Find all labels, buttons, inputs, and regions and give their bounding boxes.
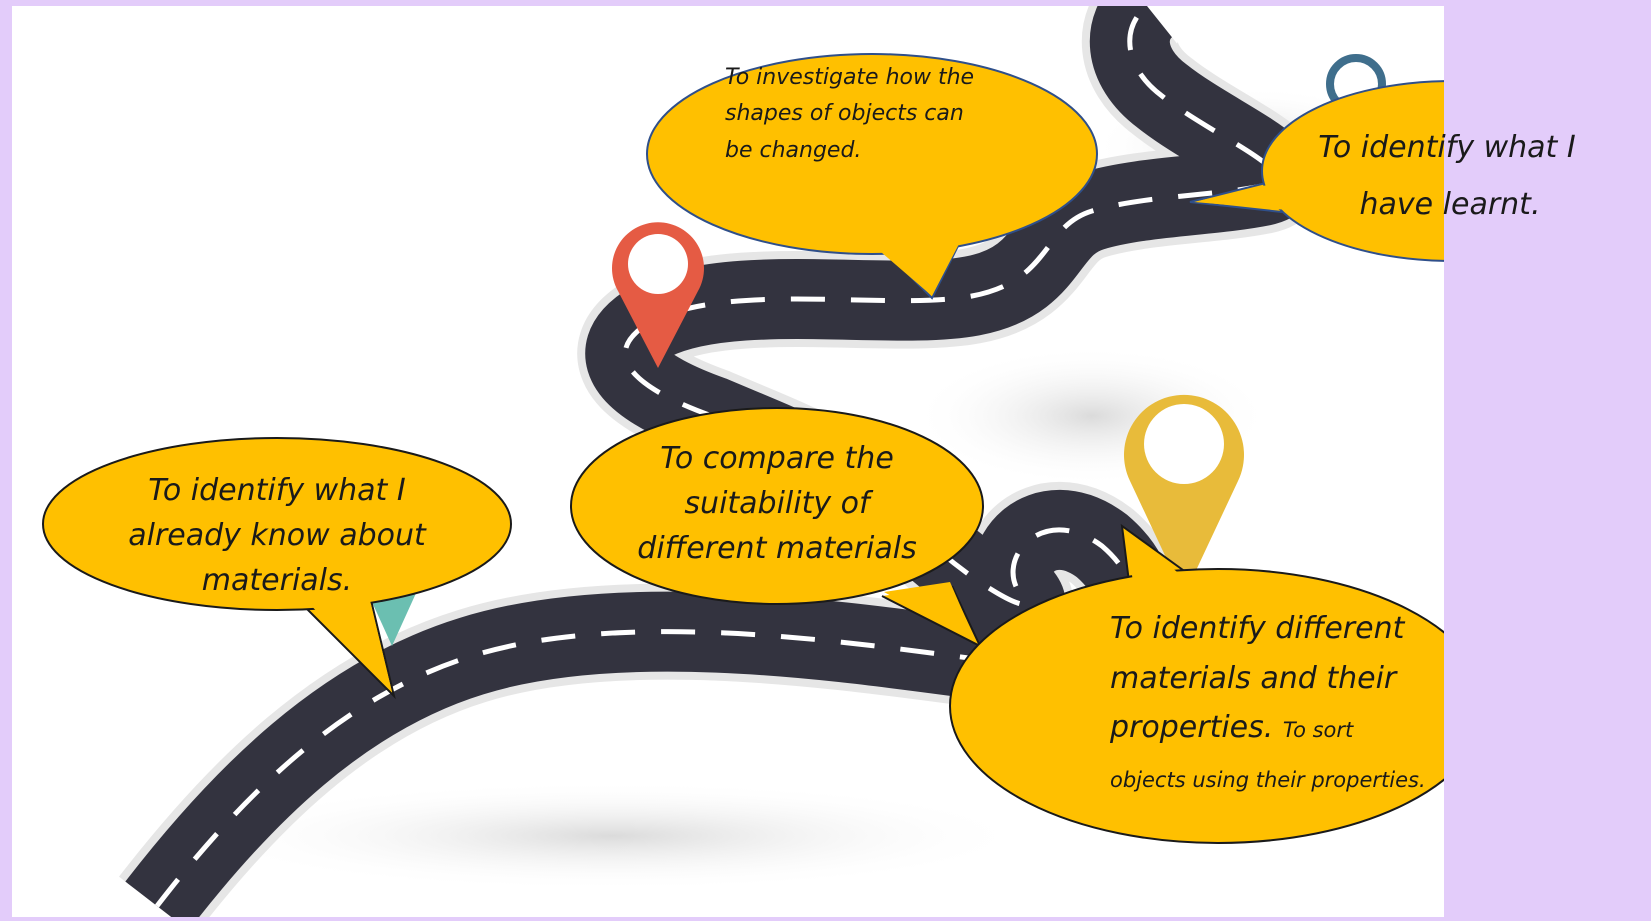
know-line-1: To identify what I — [148, 473, 406, 508]
learnt-line-1: To identify what I — [1318, 130, 1576, 165]
road-scene — [42, 6, 1444, 917]
bubble-compare-text: To compare the suitability of different … — [602, 436, 952, 571]
compare-line-2: suitability of — [684, 486, 870, 521]
bubble-investigate-text: To investigate how the shapes of objects… — [725, 60, 995, 169]
bubble-identify-text: To identify different materials and thei… — [1110, 604, 1430, 802]
bubble-know — [42, 437, 512, 700]
know-line-2: already know about — [128, 518, 426, 553]
map-pin-red-icon — [612, 222, 704, 368]
know-line-3: materials. — [201, 563, 353, 598]
bubble-investigate — [646, 53, 1098, 300]
map-pin-yellow-icon — [1124, 394, 1244, 596]
bubble-learnt-line-2: have learnt. — [1320, 182, 1580, 227]
slide-canvas: To investigate how the shapes of objects… — [12, 6, 1576, 917]
identify-line-2: materials and their — [1110, 660, 1397, 696]
road-shadow — [192, 781, 1032, 891]
bubble-learnt — [1189, 80, 1444, 262]
identify-line-1: To identify different — [1110, 611, 1405, 646]
bubble-learnt-text: To identify what I — [1312, 116, 1582, 179]
identify-line-3: properties. — [1110, 710, 1274, 745]
investigate-line: To investigate how the shapes of objects… — [725, 65, 975, 163]
sort-text: To sort objects using their properties. — [1110, 718, 1426, 792]
bubble-know-text: To identify what I already know about ma… — [97, 468, 457, 603]
compare-line-1: To compare the — [660, 441, 894, 476]
bubble-compare — [570, 407, 984, 649]
compare-line-3: different materials — [637, 531, 917, 566]
bubble-identify — [949, 523, 1444, 844]
learnt-line-2-visible: have learnt. — [1359, 187, 1541, 222]
